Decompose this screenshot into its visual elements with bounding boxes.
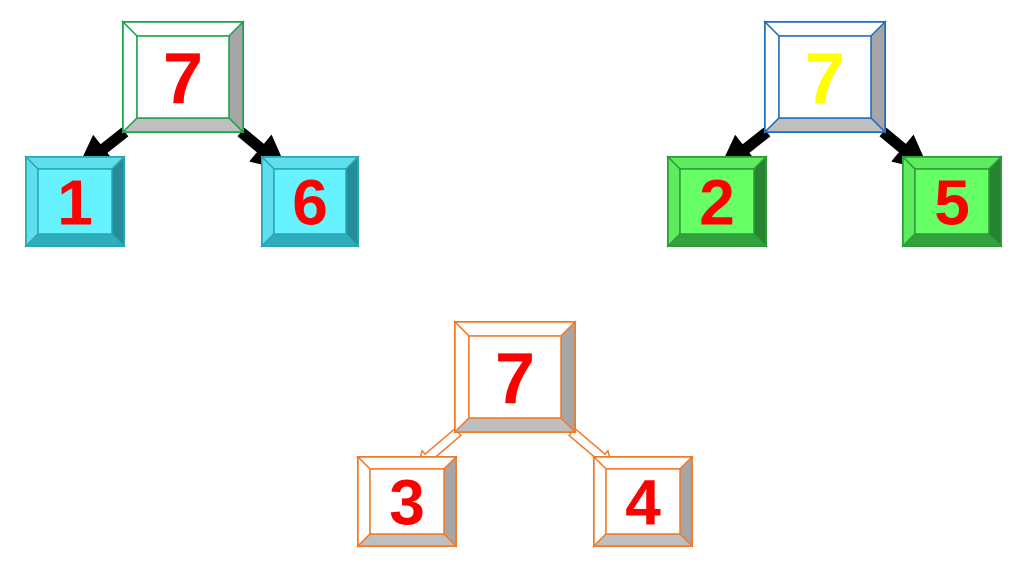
group-3-child-box-1-bevel-left [357,455,371,548]
group-2-child-box-2-bevel-left [902,155,916,248]
group-3-child-box-2-face [605,468,681,535]
group-2-parent-box-bevel-bottom [763,117,887,133]
group-3-child-box-1-label: 3 [389,467,425,539]
group-2-parent-box-bevel-left [764,20,780,134]
group-2-parent-box-label: 7 [805,39,845,119]
group-3: 73 4 [356,320,694,548]
group-1-child-box-2-label: 6 [292,167,328,239]
group-1-parent-box-bevel-top [121,21,245,37]
group-3-child-box-2-bevel-left [593,455,607,548]
group-1-parent-box-bevel-bottom [121,117,245,133]
group-1-child-box-2-bevel-left [261,155,275,248]
group-2-child-box-2-face [914,168,990,235]
group-1-parent-box-face [136,35,230,119]
group-3-child-box-1-face [369,468,445,535]
group-3-child-box-2-bevel-right [679,455,693,548]
group-1-parent-box-bevel-left [122,20,138,134]
group-3-child-box-2: 4 [592,455,694,548]
group-1-child-box-1-label: 1 [57,167,93,239]
group-2-child-box-1: 2 [666,155,768,248]
group-2-child-box-1-face [679,168,755,235]
group-2-parent-box: 7 [763,20,887,134]
group-2-child-box-2-label: 5 [934,167,970,239]
group-3-parent-box-bevel-right [560,320,576,434]
group-3-parent-box-bevel-left [454,320,470,434]
group-1-parent-box-label: 7 [163,39,203,119]
group-1-child-box-2-bevel-right [345,155,359,248]
group-3-child-box-1: 3 [356,455,458,548]
group-3-parent-box-face [468,335,562,419]
group-2-child-box-1-bevel-left [667,155,681,248]
group-1-child-box-1-bevel-left [25,155,39,248]
group-3-parent-box-bevel-top [453,321,577,337]
group-2-parent-box-bevel-right [870,20,886,134]
group-1-child-box-2: 6 [260,155,360,248]
group-1: 71 6 [24,20,360,248]
group-2-child-box-1-bevel-right [753,155,767,248]
group-1-child-box-1: 1 [24,155,126,248]
group-3-parent-box-label: 7 [495,339,535,419]
group-2: 72 5 [666,20,1003,248]
group-1-child-box-1-face [37,168,113,235]
group-3-child-box-2-label: 4 [625,467,661,539]
group-2-child-box-2-bevel-right [988,155,1002,248]
group-1-child-box-1-bevel-right [111,155,125,248]
group-1-parent-box-bevel-right [228,20,244,134]
group-2-child-box-1-label: 2 [699,167,735,239]
group-2-parent-box-face [778,35,872,119]
group-3-parent-box: 7 [453,320,577,434]
group-3-parent-box-bevel-bottom [453,417,577,433]
group-1-child-box-2-face [273,168,347,235]
group-2-parent-box-bevel-top [763,21,887,37]
group-3-child-box-1-bevel-right [443,455,457,548]
group-1-parent-box: 7 [121,20,245,134]
group-2-child-box-2: 5 [901,155,1003,248]
